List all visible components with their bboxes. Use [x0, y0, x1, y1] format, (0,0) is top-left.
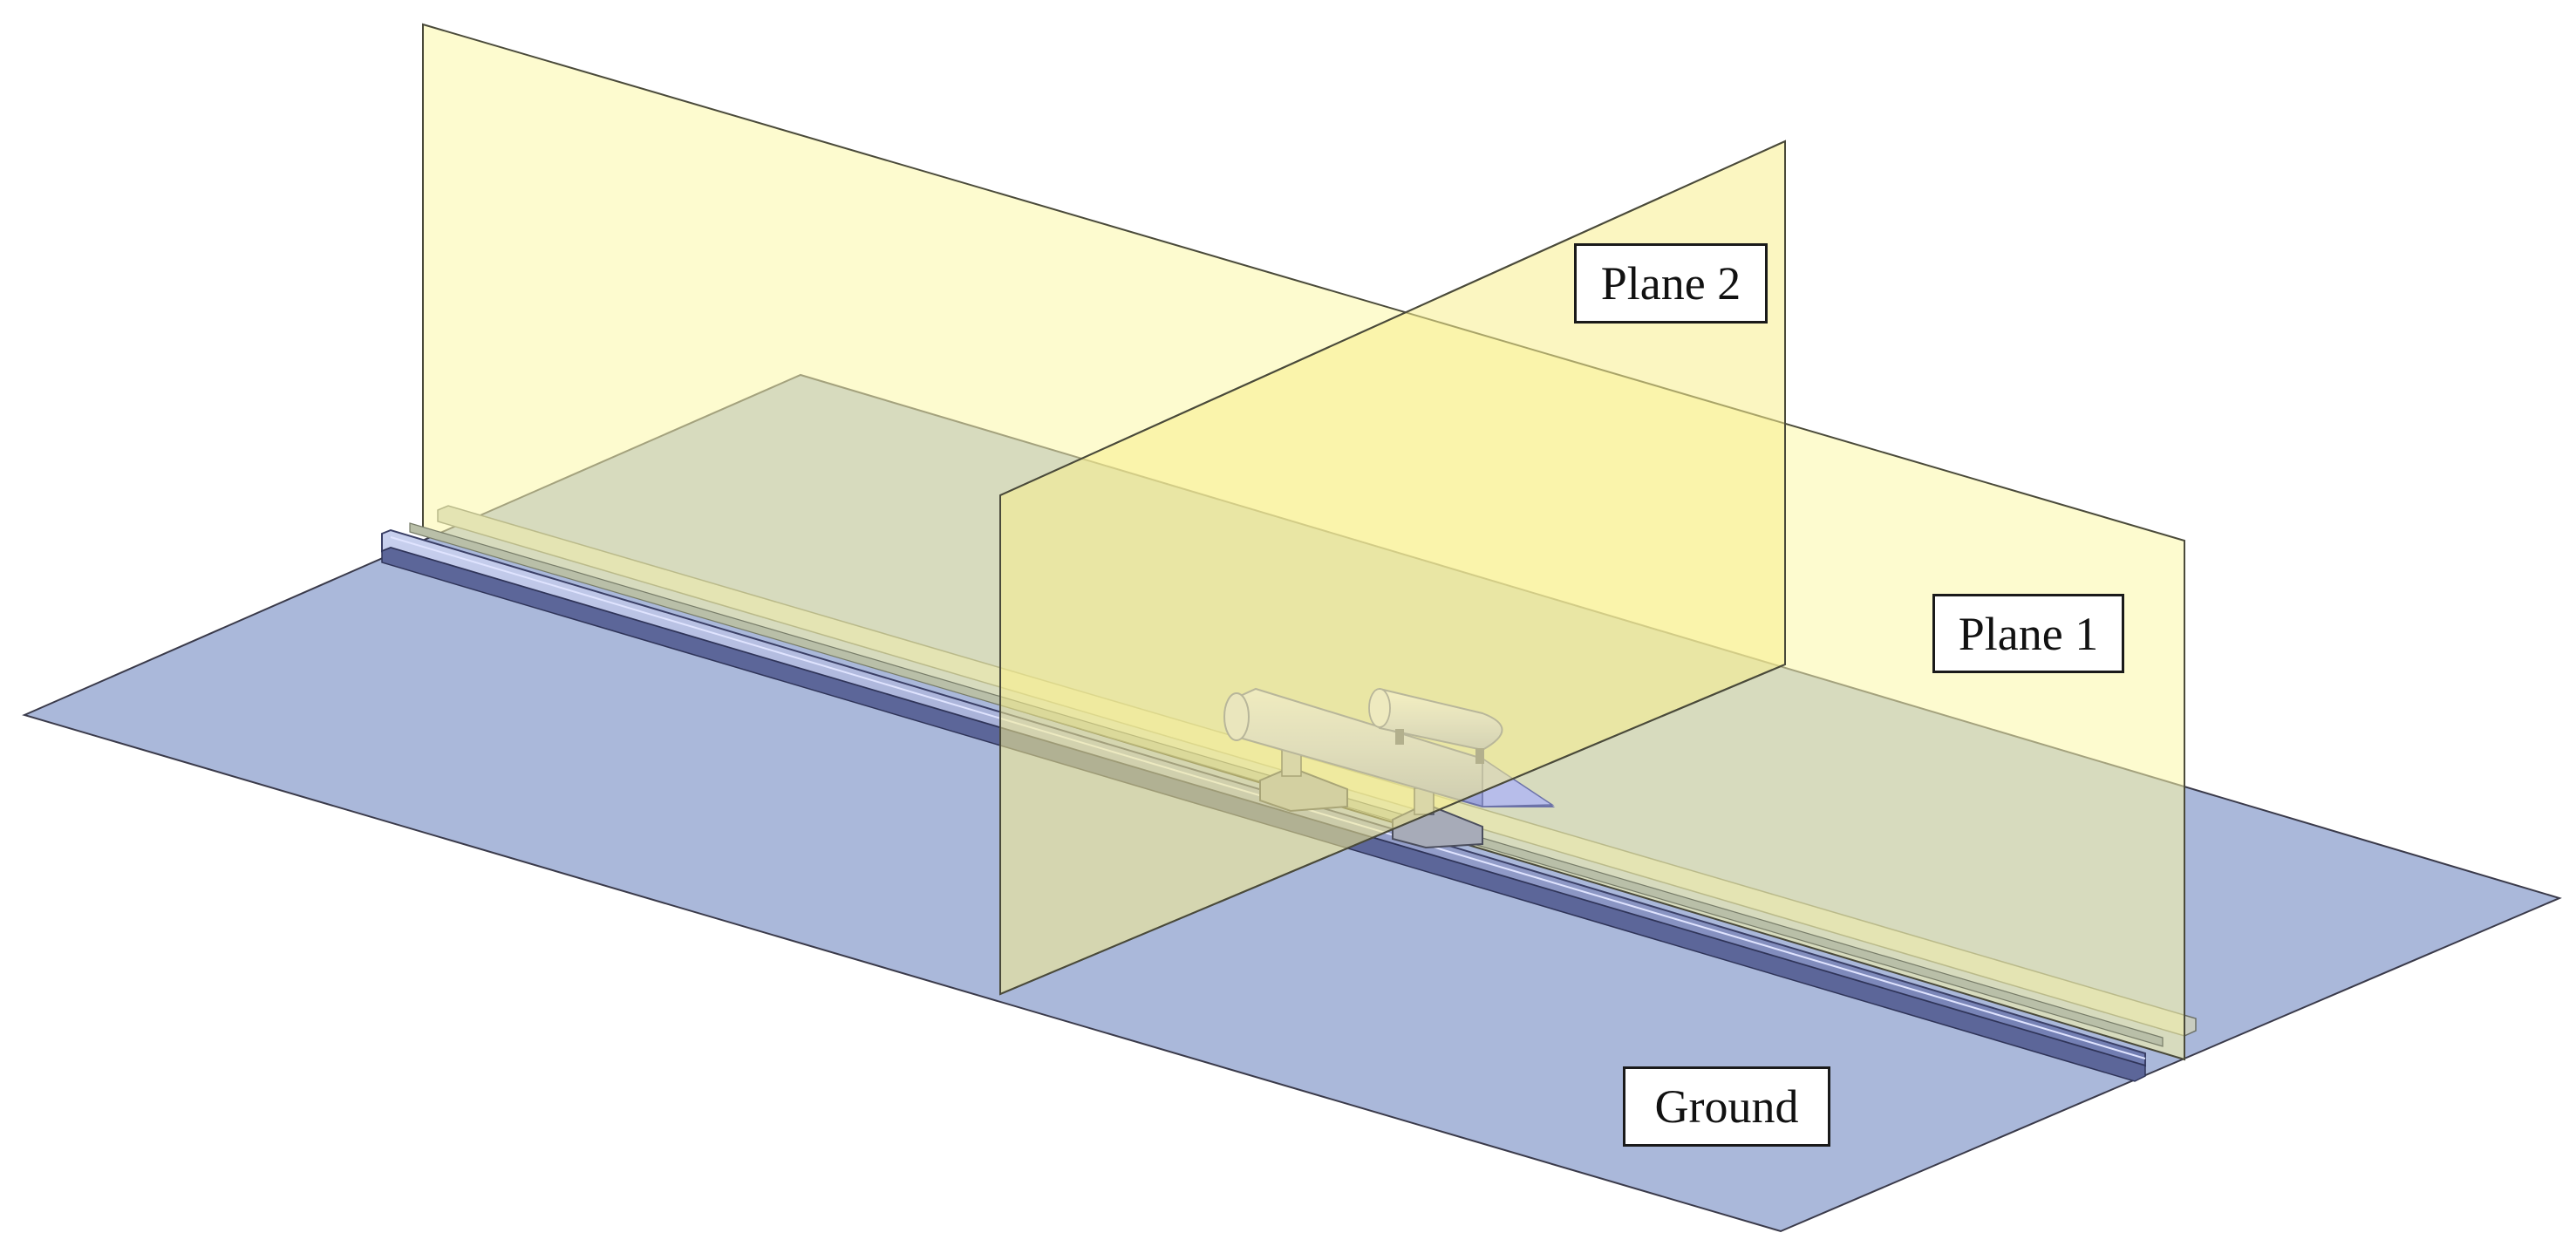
plane-2-outline	[999, 140, 1786, 996]
plane-2-label: Plane 2	[1574, 243, 1768, 324]
ground-label: Ground	[1623, 1066, 1830, 1147]
plane-1-label: Plane 1	[1932, 594, 2124, 673]
